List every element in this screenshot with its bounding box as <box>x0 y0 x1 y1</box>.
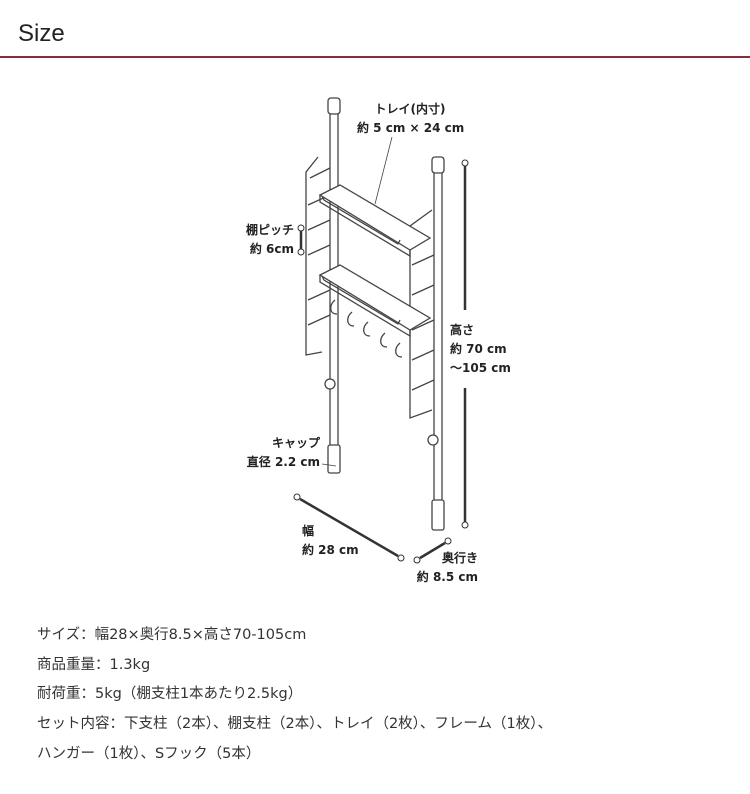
depth-value: 約 8.5 cm <box>416 570 478 584</box>
spec-contents: セット内容：下支柱（2本）、棚支柱（2本）、トレイ（2枚）、フレーム（1枚）、 <box>37 716 552 732</box>
cap-label: キャップ 直径 2.2 cm <box>230 434 320 472</box>
height-value: 約 70 cm <box>450 342 507 356</box>
width-dimension <box>293 493 405 562</box>
tray-leader <box>374 136 393 205</box>
tray-title: トレイ(内寸) <box>374 102 446 116</box>
title-divider <box>0 56 750 58</box>
pitch-title: 棚ピッチ <box>245 223 294 237</box>
tray-label: トレイ(内寸) 約 5 cm × 24 cm <box>357 100 465 138</box>
depth-dimension <box>413 537 452 564</box>
cap-title: キャップ <box>271 436 320 450</box>
spec-weight: 商品重量：1.3kg <box>37 657 151 673</box>
spec-contents-cont: ハンガー（1枚）、Sフック（5本） <box>37 746 261 762</box>
tray-value: 約 5 cm × 24 cm <box>357 121 465 135</box>
height-label: 高さ 約 70 cm 〜105 cm <box>450 321 511 378</box>
pitch-value: 約 6cm <box>249 242 294 256</box>
height-dimension <box>461 159 469 529</box>
width-title: 幅 <box>302 524 315 538</box>
tray-upper <box>318 184 432 258</box>
cap-leader <box>321 463 337 467</box>
depth-title: 奥行き <box>441 551 478 565</box>
width-label: 幅 約 28 cm <box>302 522 359 560</box>
tray-lower <box>318 264 432 338</box>
spec-load: 耐荷重：5kg（棚支柱1本あたり2.5kg） <box>37 686 303 702</box>
pitch-dimension <box>297 224 305 256</box>
height-value-max: 〜105 cm <box>450 361 511 375</box>
s-hooks <box>330 299 403 358</box>
width-value: 約 28 cm <box>302 543 359 557</box>
spec-size: サイズ：幅28×奥行8.5×高さ70-105cm <box>37 627 307 643</box>
depth-label: 奥行き 約 8.5 cm <box>400 549 478 587</box>
pitch-label: 棚ピッチ 約 6cm <box>220 221 294 259</box>
cap-value: 直径 2.2 cm <box>246 455 320 469</box>
right-pole <box>427 156 445 531</box>
height-title: 高さ <box>450 323 475 337</box>
section-title: Size <box>18 20 65 47</box>
left-frame <box>305 156 331 356</box>
